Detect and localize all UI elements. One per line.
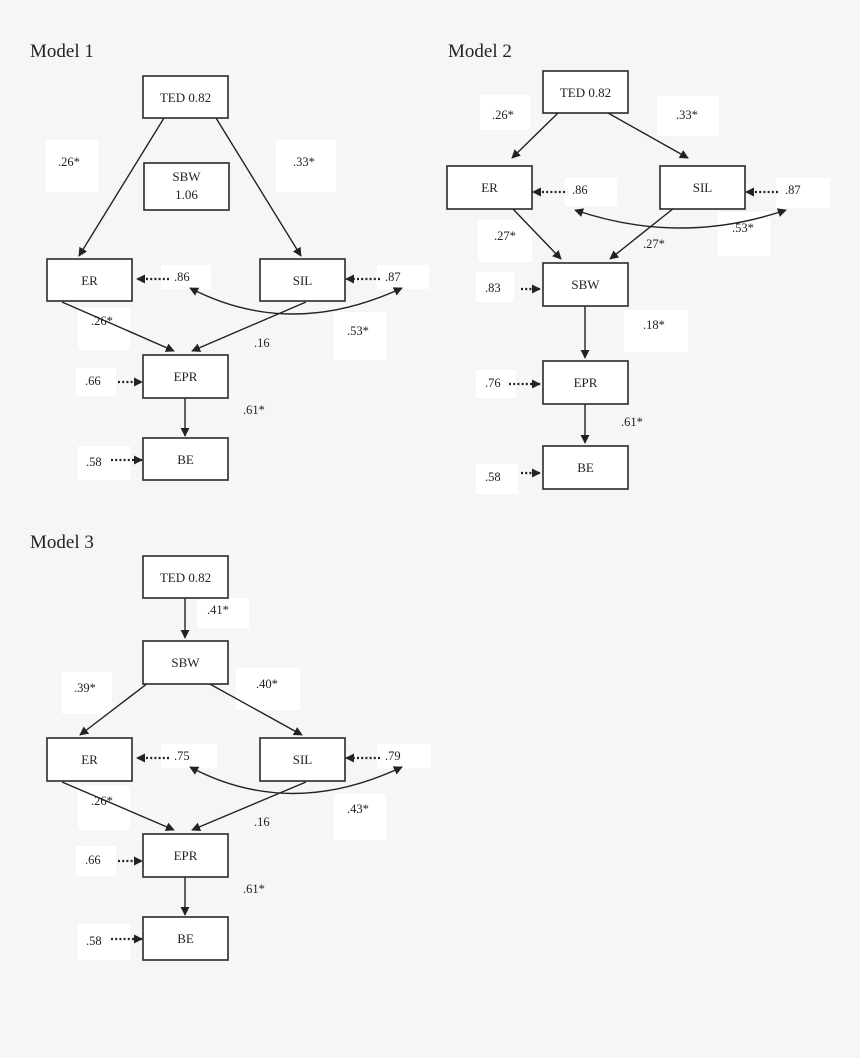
model-3-coef-sbw-er: .39*	[74, 681, 96, 695]
model-2-coef-epr-be: .61*	[621, 415, 643, 429]
model-2-coef-sil-sbw: .27*	[643, 237, 665, 251]
model-3-node-er-label: ER	[81, 752, 98, 767]
model-1-node-ted-label: TED 0.82	[160, 90, 211, 105]
model-2-node-be-label: BE	[577, 460, 594, 475]
model-1-node-er-label: ER	[81, 273, 98, 288]
model-3-coef-ted-sbw: .41*	[207, 603, 229, 617]
model-2-node-be	[542, 445, 629, 490]
model-3-coef-er-sil-cov: .43*	[347, 802, 369, 816]
model-3-node-be-label: BE	[177, 931, 194, 946]
model-1-coef-ted-sil: .33*	[293, 155, 315, 169]
model-1-node-sil	[259, 258, 346, 302]
model-1-node-er	[46, 258, 133, 302]
model-2-resid-epr: .76	[485, 376, 501, 390]
model-2-coef-ted-er: .26*	[492, 108, 514, 122]
model-2-resid-sbw: .83	[485, 281, 501, 295]
model-2-node-er	[446, 165, 533, 210]
model-3-node-ted	[142, 555, 229, 599]
model-3-node-sbw-label: SBW	[171, 655, 200, 670]
model-2-resid-be: .58	[485, 470, 501, 484]
model-2-node-sbw	[542, 262, 629, 307]
model-3-node-sbw	[142, 640, 229, 685]
model-2-title: Model 2	[448, 41, 512, 62]
model-3-coef-sbw-sil: .40*	[256, 677, 278, 691]
model-3-resid-er: .75	[174, 749, 190, 763]
model-1-title: Model 1	[30, 41, 94, 62]
model-3-coef-er-epr: .26*	[91, 794, 113, 808]
model-2-node-ted	[542, 70, 629, 114]
model-1-node-sbw	[143, 162, 230, 211]
model-3-coef-epr-be: .61*	[243, 882, 265, 896]
model-2-coef-sbw-epr: .18*	[643, 318, 665, 332]
model-3-node-sil	[259, 737, 346, 782]
model-1-node-be-label: BE	[177, 452, 194, 467]
model-3-resid-sil: .79	[385, 749, 401, 763]
model-3-resid-epr: .66	[85, 853, 101, 867]
model-2-coef-ted-sil: .33*	[676, 108, 698, 122]
model-3-node-epr	[142, 833, 229, 878]
model-1-node-sbw-label: SBW	[172, 169, 201, 184]
model-3-node-epr-label: EPR	[174, 848, 198, 863]
model-1-resid-be: .58	[86, 455, 102, 469]
model-1-node-epr-label: EPR	[174, 369, 198, 384]
model-2-node-ted-label: TED 0.82	[560, 85, 611, 100]
model-1: Model 1 TED 0.82 SBW 1.06 ER SIL EPR	[30, 41, 429, 481]
model-1-node-epr	[142, 354, 229, 399]
model-1-node-sbw-value: 1.06	[175, 187, 198, 202]
model-3-title: Model 3	[30, 532, 94, 553]
model-3-node-ted-label: TED 0.82	[160, 570, 211, 585]
model-2-coef-er-sbw: .27*	[494, 229, 516, 243]
model-2-resid-er: .86	[572, 183, 588, 197]
model-3-resid-be: .58	[86, 934, 102, 948]
model-1-resid-er: .86	[174, 270, 190, 284]
model-2-node-epr	[542, 360, 629, 405]
model-1-coef-ted-er: .26*	[58, 155, 80, 169]
model-1-coef-sil-epr: .16	[254, 336, 270, 350]
model-2-node-sil	[659, 165, 746, 210]
model-1-coef-er-epr: .26*	[91, 314, 113, 328]
model-2-coef-er-sil-cov: .53*	[732, 221, 754, 235]
model-3-node-be	[142, 916, 229, 961]
model-1-resid-epr: .66	[85, 374, 101, 388]
model-2-node-er-label: ER	[481, 180, 498, 195]
model-1-node-ted	[142, 75, 229, 119]
model-3-coef-sil-epr: .16	[254, 815, 270, 829]
model-1-coef-er-sil-cov: .53*	[347, 324, 369, 338]
model-1-resid-sil: .87	[385, 270, 401, 284]
model-2-node-sil-label: SIL	[693, 180, 713, 195]
model-2-resid-sil: .87	[785, 183, 801, 197]
model-2: Model 2 TED 0.82 ER SIL SBW EPR	[446, 41, 830, 494]
model-1-node-be	[142, 437, 229, 481]
model-2-node-epr-label: EPR	[574, 375, 598, 390]
model-3-node-sil-label: SIL	[293, 752, 313, 767]
model-1-coef-epr-be: .61*	[243, 403, 265, 417]
model-1-node-sil-label: SIL	[293, 273, 313, 288]
model-3: Model 3 TED 0.82 SBW ER SIL EPR BE	[30, 532, 431, 961]
model-2-node-sbw-label: SBW	[571, 277, 600, 292]
model-3-node-er	[46, 737, 133, 782]
